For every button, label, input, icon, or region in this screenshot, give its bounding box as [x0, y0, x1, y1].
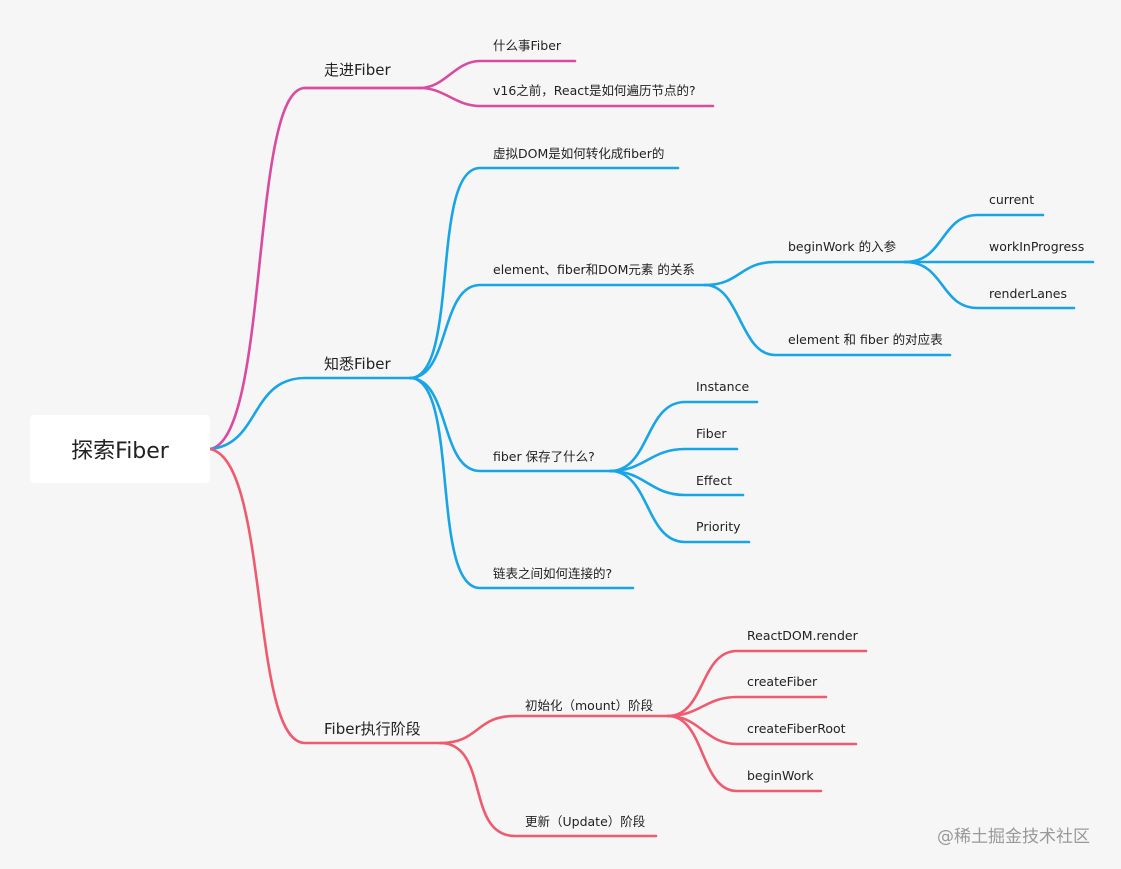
node-save-effect[interactable]: Effect [696, 473, 732, 488]
node-exec-mount[interactable]: 初始化（mount）阶段 [525, 698, 654, 713]
node-mount-createfiber[interactable]: createFiber [747, 674, 818, 689]
node-beginwork[interactable]: beginWork 的入参 [788, 239, 897, 254]
connector-save-instance [608, 400, 759, 473]
node-know-relation[interactable]: element、fiber和DOM元素 的关系 [493, 262, 695, 277]
node-mount-beginwork[interactable]: beginWork [747, 768, 814, 783]
root-node[interactable]: 探索Fiber [30, 415, 210, 483]
node-exec[interactable]: Fiber执行阶段 [324, 720, 421, 738]
connector-bw-lanes [903, 260, 1076, 310]
node-exec-update[interactable]: 更新（Update）阶段 [525, 814, 646, 829]
connector-mount-createfiber [666, 695, 828, 718]
node-mount-createroot[interactable]: createFiberRoot [747, 721, 846, 736]
connector-intro-1 [418, 86, 715, 108]
node-bw-wip[interactable]: workInProgress [989, 239, 1085, 254]
node-save-instance[interactable]: Instance [696, 379, 750, 394]
connector-know-relation [408, 283, 707, 380]
connector-know-vdom [408, 166, 680, 380]
connector-bw-current [903, 213, 1045, 264]
node-save-priority[interactable]: Priority [696, 519, 741, 534]
connector-mount-beginwork [666, 714, 823, 793]
connector-save-fiber [608, 447, 739, 473]
connector-exec-mount [438, 714, 670, 745]
node-mount-render[interactable]: ReactDOM.render [747, 628, 858, 643]
connector-relation-beginwork [703, 260, 907, 287]
node-bw-current[interactable]: current [989, 192, 1035, 207]
node-know-save[interactable]: fiber 保存了什么? [493, 449, 595, 464]
watermark: @稀土掘金技术社区 [937, 827, 1090, 847]
node-know[interactable]: 知悉Fiber [324, 355, 391, 373]
node-know-linked[interactable]: 链表之间如何连接的? [493, 566, 613, 581]
node-intro-1[interactable]: v16之前，React是如何遍历节点的? [493, 83, 696, 98]
connector-know-save [408, 376, 612, 473]
node-relation-table[interactable]: element 和 fiber 的对应表 [788, 332, 943, 347]
node-know-vdom[interactable]: 虚拟DOM是如何转化成fiber的 [493, 146, 665, 161]
root-label: 探索Fiber [71, 439, 169, 464]
node-intro[interactable]: 走进Fiber [324, 61, 391, 79]
connector-exec-update [438, 741, 658, 838]
connector-save-priority [608, 469, 751, 544]
connector-root-intro [208, 86, 422, 451]
connector-know-linked [408, 376, 635, 590]
node-save-fiber[interactable]: Fiber [696, 426, 727, 441]
connector-root-know [208, 376, 412, 451]
node-intro-0[interactable]: 什么事Fiber [493, 38, 562, 53]
connector-intro-0 [418, 59, 577, 90]
connector-mount-render [666, 649, 868, 718]
connector-relation-table [703, 283, 952, 357]
connector-root-exec [208, 447, 442, 745]
node-bw-lanes[interactable]: renderLanes [989, 286, 1067, 301]
